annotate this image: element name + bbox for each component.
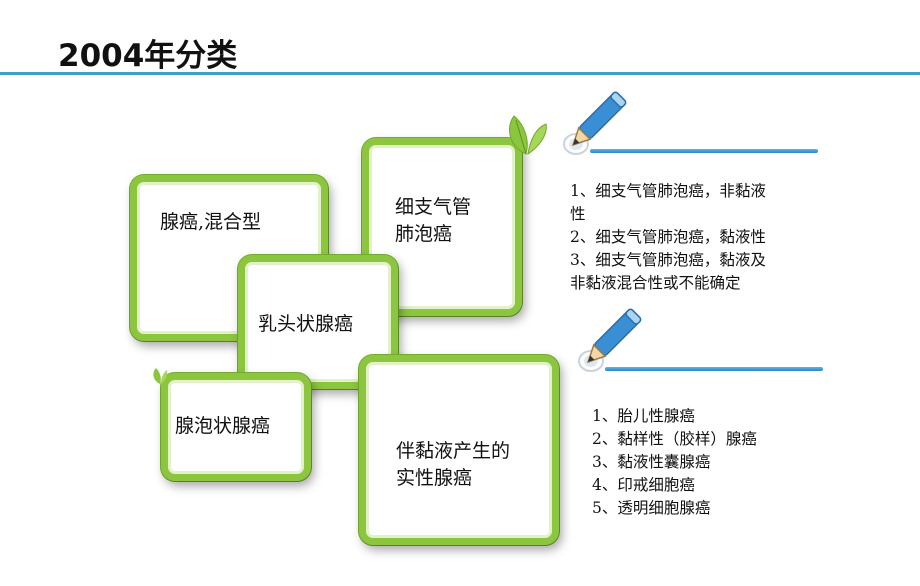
card-solid-line2: 实性腺癌 [396, 467, 473, 489]
card-papillary-label: 乳头状腺癌 [258, 313, 354, 335]
pencil-line-bottom [605, 367, 823, 371]
list-top-item: 3、细支气管肺泡癌，黏液及 [570, 251, 766, 269]
list-bottom-item: 2、黏样性（胶样）腺癌 [592, 430, 757, 448]
list-bottom-item: 1、胎儿性腺癌 [592, 407, 695, 425]
list-top: 1、细支气管肺泡癌，非黏液 性 2、细支气管肺泡癌，黏液性 3、细支气管肺泡癌，… [570, 180, 766, 295]
card-acinar-label: 腺泡状腺癌 [175, 415, 271, 437]
slide-title: 2004年分类 [58, 38, 238, 74]
card-bronchiolo-line1: 细支气管 [395, 196, 472, 218]
title-divider [0, 72, 920, 75]
list-top-item: 非黏液混合性或不能确定 [570, 274, 741, 292]
card-bronchiolo-line2: 肺泡癌 [395, 223, 453, 245]
leaf-icon [509, 115, 547, 156]
card-mixed-label: 腺癌,混合型 [160, 211, 262, 233]
list-bottom-item: 4、印戒细胞癌 [592, 476, 695, 494]
pencil-icon [563, 91, 627, 155]
list-bottom-item: 3、黏液性囊腺癌 [592, 453, 711, 471]
card-solid [359, 355, 559, 545]
pencil-line-top [590, 149, 818, 153]
list-bottom: 1、胎儿性腺癌 2、黏样性（胶样）腺癌 3、黏液性囊腺癌 4、印戒细胞癌 5、透… [592, 405, 757, 520]
card-solid-line1: 伴黏液产生的 [396, 440, 511, 462]
list-top-item: 性 [570, 205, 586, 223]
list-top-item: 1、细支气管肺泡癌，非黏液 [570, 182, 766, 200]
list-bottom-item: 5、透明细胞腺癌 [592, 499, 711, 517]
list-top-item: 2、细支气管肺泡癌，黏液性 [570, 228, 766, 246]
card-acinar [161, 373, 311, 481]
small-leaf-icon [153, 368, 168, 384]
pencil-icon [578, 308, 642, 372]
